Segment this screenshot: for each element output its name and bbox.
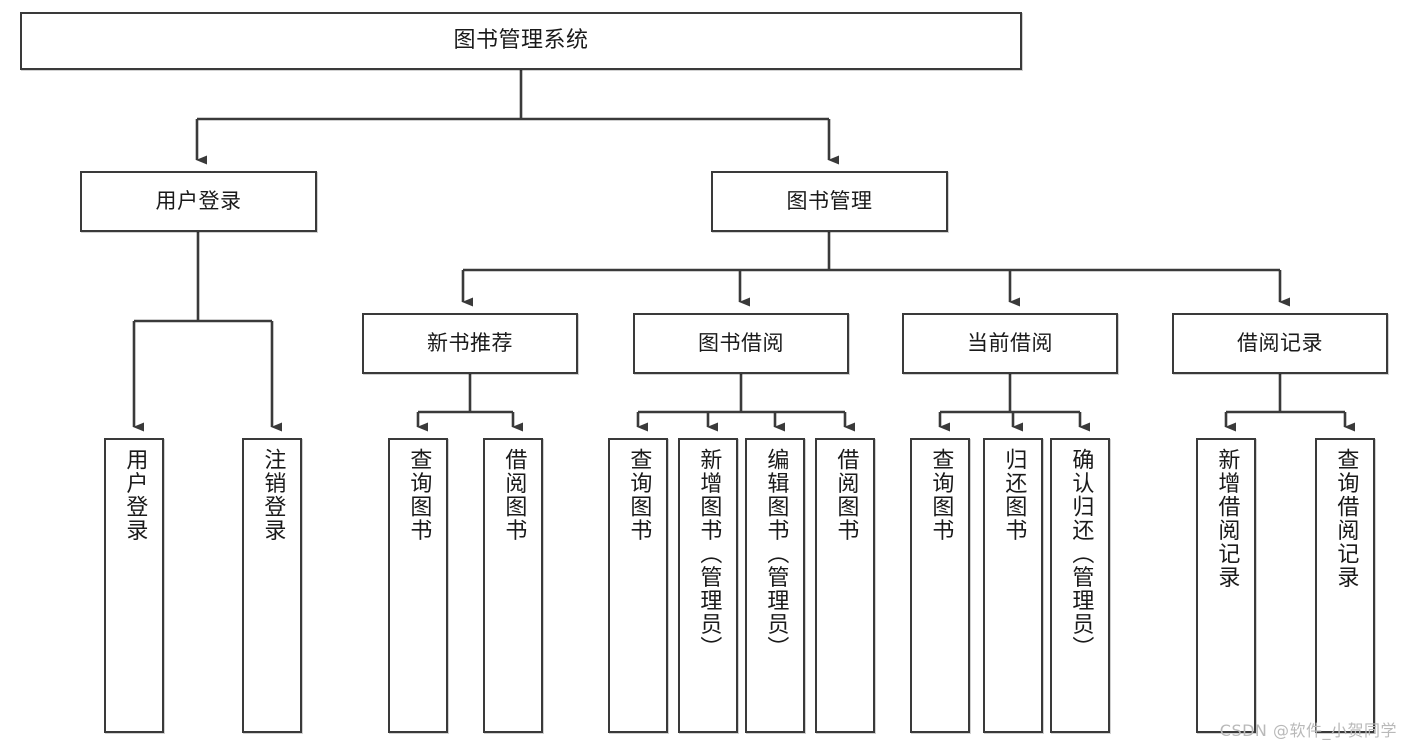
node-leaf-query-book-2[interactable]: 查询图书 [608, 438, 668, 733]
node-book-manage[interactable]: 图书管理 [711, 171, 948, 232]
node-borrow-record[interactable]: 借阅记录 [1172, 313, 1388, 374]
node-leaf-logout[interactable]: 注销登录 [242, 438, 302, 733]
node-leaf-confirm-return[interactable]: 确认归还（管理员） [1050, 438, 1110, 733]
node-label: 当前借阅 [967, 331, 1053, 356]
node-label: 用户登录 [155, 189, 242, 214]
node-current-borrow[interactable]: 当前借阅 [902, 313, 1118, 374]
node-leaf-borrow-book-2[interactable]: 借阅图书 [815, 438, 875, 733]
node-label: 借阅记录 [1237, 331, 1323, 356]
watermark-text: CSDN @软件_小贺同学 [1219, 721, 1397, 740]
node-label: 注销登录 [260, 448, 286, 542]
node-leaf-query-book-3[interactable]: 查询图书 [910, 438, 970, 733]
node-label: 图书管理系统 [453, 28, 589, 54]
node-label: 新增借阅记录 [1214, 448, 1240, 589]
node-label: 借阅图书 [833, 448, 859, 542]
node-leaf-return-book[interactable]: 归还图书 [983, 438, 1043, 733]
node-label: 新增图书（管理员） [696, 448, 722, 660]
node-new-book-recommend[interactable]: 新书推荐 [362, 313, 578, 374]
node-user-login[interactable]: 用户登录 [80, 171, 317, 232]
node-label: 用户登录 [122, 448, 148, 542]
node-label: 编辑图书（管理员） [763, 448, 789, 660]
node-label: 图书借阅 [698, 331, 784, 356]
node-label: 查询借阅记录 [1333, 448, 1359, 589]
node-leaf-add-book[interactable]: 新增图书（管理员） [678, 438, 738, 733]
node-label: 图书管理 [786, 189, 873, 214]
node-label: 查询图书 [928, 448, 954, 542]
node-leaf-query-record[interactable]: 查询借阅记录 [1315, 438, 1375, 733]
node-label: 查询图书 [626, 448, 652, 542]
node-leaf-edit-book[interactable]: 编辑图书（管理员） [745, 438, 805, 733]
node-leaf-borrow-book-1[interactable]: 借阅图书 [483, 438, 543, 733]
node-leaf-user-login[interactable]: 用户登录 [104, 438, 164, 733]
node-label: 归还图书 [1001, 448, 1027, 542]
node-leaf-add-record[interactable]: 新增借阅记录 [1196, 438, 1256, 733]
node-label: 查询图书 [406, 448, 432, 542]
node-label: 确认归还（管理员） [1068, 448, 1094, 660]
node-label: 新书推荐 [427, 331, 513, 356]
node-book-borrow[interactable]: 图书借阅 [633, 313, 849, 374]
node-label: 借阅图书 [501, 448, 527, 542]
node-root-title[interactable]: 图书管理系统 [20, 12, 1022, 70]
node-leaf-query-book-1[interactable]: 查询图书 [388, 438, 448, 733]
